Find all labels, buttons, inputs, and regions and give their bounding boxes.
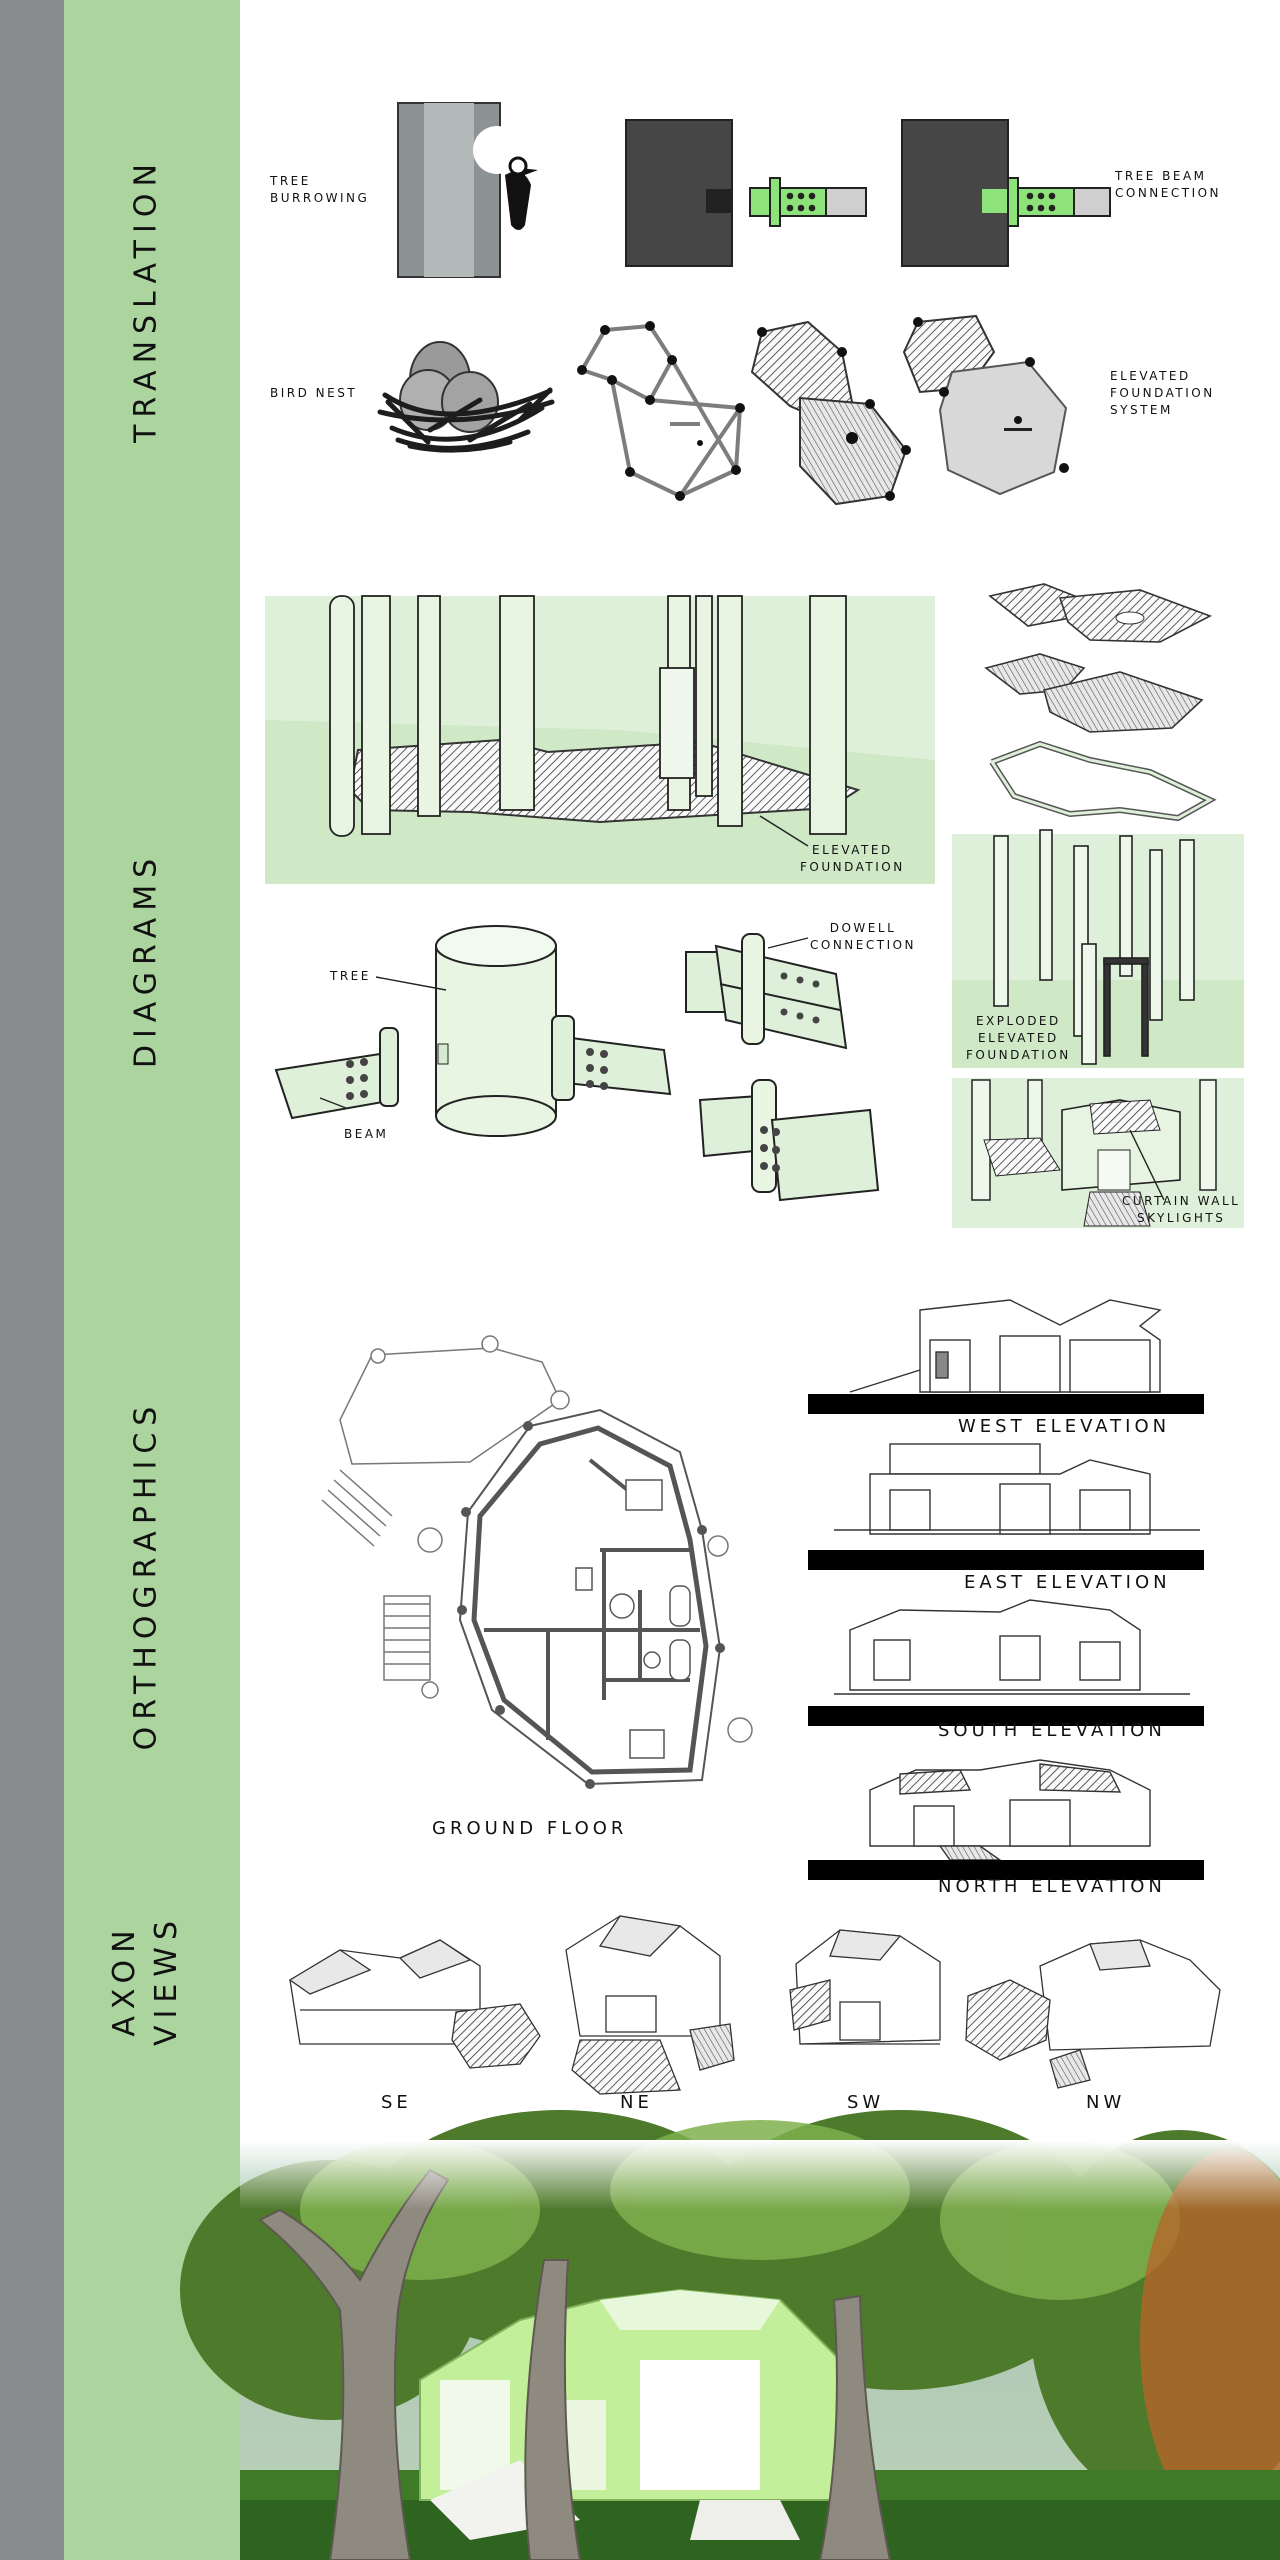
label-tree-burrowing: TREE BURROWING <box>270 174 370 205</box>
caption-west-elevation: WEST ELEVATION <box>958 1416 1171 1437</box>
foundation-deck-illustration-1 <box>750 320 911 506</box>
caption-ground-floor: GROUND FLOOR <box>432 1818 628 1839</box>
caption-axon-nw: NW <box>1086 2092 1126 2113</box>
forest-render <box>180 2110 1280 2560</box>
caption-north-elevation: NORTH ELEVATION <box>938 1876 1166 1897</box>
ground-floor-plan <box>321 1335 753 1789</box>
caption-axon-ne: NE <box>620 2092 653 2113</box>
caption-south-elevation: SOUTH ELEVATION <box>938 1720 1166 1741</box>
tree-beam-dowel-diagram <box>274 925 672 1137</box>
foundation-frame-illustration <box>577 321 745 501</box>
axon-ne-drawing <box>565 1915 735 2095</box>
sidebar-green-band <box>64 0 240 2560</box>
axon-nw-drawing <box>965 1939 1221 2089</box>
label-elevated-foundation: ELEVATED FOUNDATION <box>800 843 905 874</box>
elevated-foundation-diagram <box>265 595 935 884</box>
tree-burrowing-illustration <box>397 102 538 278</box>
sidebar-grey-band <box>0 0 64 2560</box>
dowel-connection-detail <box>685 933 880 1202</box>
label-beam: BEAM <box>344 1127 389 1141</box>
caption-east-elevation: EAST ELEVATION <box>964 1572 1171 1593</box>
label-dowell-connection: DOWELL CONNECTION <box>810 921 917 952</box>
caption-axon-se: SE <box>381 2092 412 2113</box>
label-elevated-foundation-system: ELEVATED FOUNDATION SYSTEM <box>1110 369 1215 417</box>
curtain-wall-skylights-render <box>952 1078 1244 1228</box>
tree-beam-connection-illustration-1 <box>625 119 867 267</box>
north-elevation-drawing <box>808 1759 1204 1880</box>
bird-nest-illustration <box>377 341 555 453</box>
caption-axon-sw: SW <box>847 2092 885 2113</box>
south-elevation-drawing <box>808 1599 1204 1726</box>
label-curtain-wall-skylights: CURTAIN WALL SKYLIGHTS <box>1122 1194 1241 1225</box>
label-exploded-elevated-foundation: EXPLODED ELEVATED FOUNDATION <box>966 1014 1071 1062</box>
label-tree-beam-connection: TREE BEAM CONNECTION <box>1115 169 1222 200</box>
axon-sw-drawing <box>789 1929 941 2045</box>
axon-se-drawing <box>288 1939 541 2069</box>
label-tree: TREE <box>330 969 371 983</box>
tree-beam-connection-illustration-2 <box>901 119 1111 267</box>
label-bird-nest: BIRD NEST <box>270 386 358 400</box>
exploded-foundation-diagram <box>952 583 1244 1068</box>
east-elevation-drawing <box>808 1443 1204 1570</box>
foundation-deck-illustration-2 <box>902 314 1069 496</box>
diagram-leader-lines <box>319 815 1165 1201</box>
west-elevation-drawing <box>808 1299 1204 1414</box>
